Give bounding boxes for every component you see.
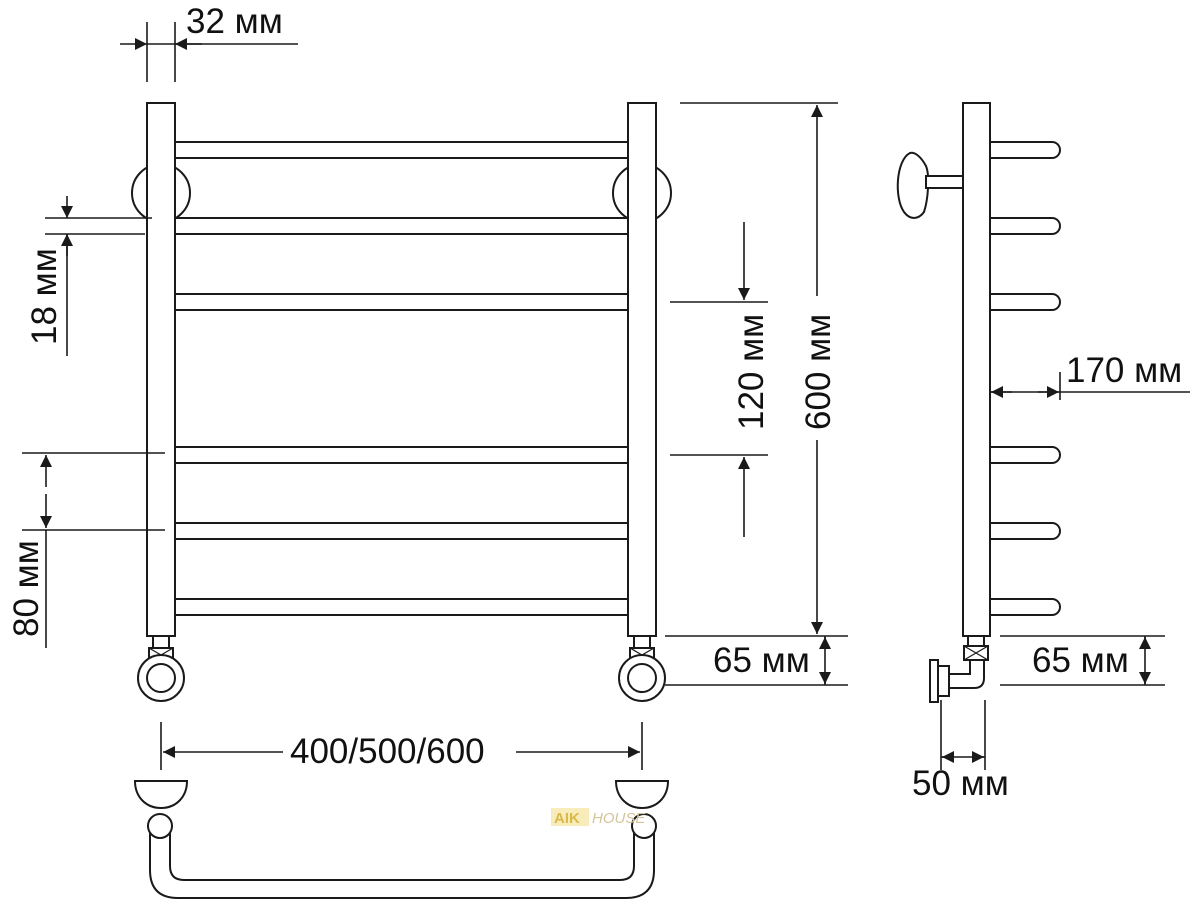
top-view-bracket-right xyxy=(614,780,670,810)
top-view-bar xyxy=(149,827,655,899)
top-view-bracket-left xyxy=(133,780,189,810)
side-view xyxy=(896,102,1061,703)
dim-170: 170 мм xyxy=(990,351,1190,400)
rung-ends xyxy=(175,141,628,616)
dim-600: 600 мм xyxy=(665,102,848,637)
dim-50: 50 мм xyxy=(912,700,1009,803)
top-view-joint-left xyxy=(147,813,173,839)
side-post xyxy=(962,102,991,637)
rung xyxy=(151,522,653,540)
dim-65-side-label: 65 мм xyxy=(1032,641,1129,680)
dim-120-label: 120 мм xyxy=(732,314,771,430)
dim-width: 400/500/600 xyxy=(160,722,643,771)
dim-65-front: 65 мм xyxy=(665,636,848,686)
dim-600-label: 600 мм xyxy=(799,314,838,430)
rungs xyxy=(151,141,653,616)
side-valve xyxy=(929,635,989,703)
dim-170-label: 170 мм xyxy=(1066,351,1182,390)
watermark-text-house: HOUSE xyxy=(592,810,646,827)
rung xyxy=(151,446,653,464)
watermark-text-aik: AIK xyxy=(554,810,580,827)
dim-18-label: 18 мм xyxy=(25,248,64,345)
dim-80: 80 мм xyxy=(7,452,165,648)
dim-65-front-label: 65 мм xyxy=(713,641,810,680)
rung xyxy=(151,141,653,159)
top-view-joint-right xyxy=(631,813,657,839)
dim-65-side: 65 мм xyxy=(1000,635,1165,686)
rung xyxy=(151,598,653,616)
top-view xyxy=(133,780,670,899)
front-view xyxy=(131,102,672,702)
connector-left xyxy=(137,635,185,702)
side-rungs xyxy=(989,141,1061,616)
wall-mount-cup xyxy=(896,151,930,219)
dim-120: 120 мм xyxy=(670,222,771,537)
dim-50-label: 50 мм xyxy=(912,764,1009,803)
wall-mount-rod xyxy=(925,175,964,189)
connector-right xyxy=(618,635,666,702)
dim-width-label: 400/500/600 xyxy=(290,732,485,771)
dim-32-label: 32 мм xyxy=(186,2,283,41)
post-right xyxy=(627,102,657,637)
dim-32: 32 мм xyxy=(120,2,298,82)
post-left xyxy=(146,102,176,637)
watermark-logo: AIK HOUSE xyxy=(551,808,646,827)
dim-80-label: 80 мм xyxy=(7,540,46,637)
rung xyxy=(151,293,653,311)
dim-18: 18 мм xyxy=(25,196,152,356)
rung xyxy=(151,217,653,235)
